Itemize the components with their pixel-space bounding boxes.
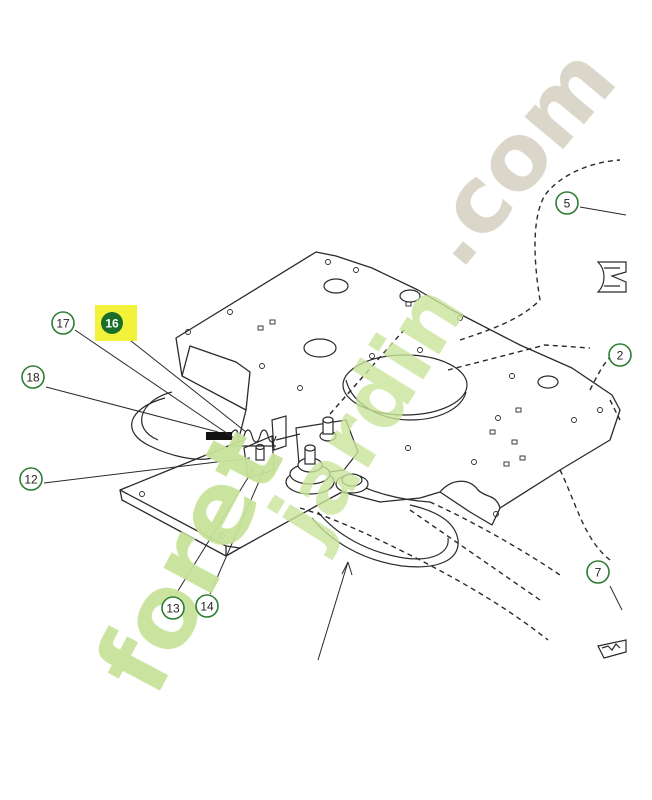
watermark-domain: .com (395, 27, 637, 286)
callout-13[interactable]: 13 (161, 596, 185, 620)
callout-12-label: 12 (24, 473, 38, 487)
plate-holes (139, 259, 603, 539)
pulley-assembly (285, 416, 369, 495)
callout-12[interactable]: 12 (19, 467, 43, 491)
callout-18[interactable]: 18 (21, 365, 45, 389)
watermark-word-foret: foret (73, 412, 306, 712)
callout-14[interactable]: 14 (195, 594, 219, 618)
threaded-rod (206, 432, 301, 441)
callout-13-label: 13 (166, 602, 180, 616)
deck-outline-dashed (299, 159, 627, 641)
callout-2[interactable]: 2 (608, 343, 632, 367)
callout-14-label: 14 (200, 600, 214, 614)
callout-17[interactable]: 17 (51, 311, 75, 335)
callout-2-label: 2 (617, 349, 624, 363)
right-edge-parts (596, 261, 627, 659)
tension-spring (229, 429, 277, 447)
callout-7-label: 7 (595, 566, 602, 580)
callout-18-label: 18 (26, 371, 40, 385)
callout-16[interactable]: 16 (95, 305, 137, 341)
drive-belt (131, 391, 459, 568)
callout-7[interactable]: 7 (586, 560, 610, 584)
callout-17-label: 17 (56, 317, 70, 331)
deck-plate (119, 251, 621, 557)
leader-lines (43, 206, 627, 661)
callout-5[interactable]: 5 (555, 191, 579, 215)
callout-16-label: 16 (105, 317, 119, 331)
callout-5-label: 5 (564, 197, 571, 211)
